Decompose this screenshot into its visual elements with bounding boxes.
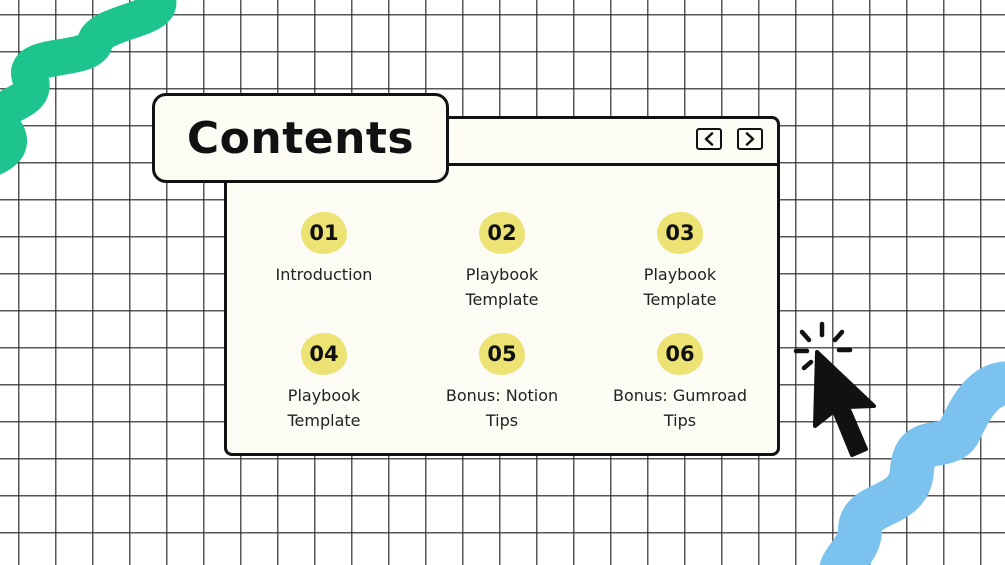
chevron-left-icon <box>704 132 714 146</box>
item-label: Playbook Template <box>465 265 539 309</box>
page-title: Contents <box>186 112 415 164</box>
mouse-pointer-icon <box>793 321 876 457</box>
item-label: Bonus: Gumroad Tips <box>613 386 747 430</box>
item-number-badge: 01 <box>301 212 347 254</box>
item-number-badge: 02 <box>479 212 525 254</box>
item-number-badge: 06 <box>657 333 703 375</box>
title-box: Contents <box>152 93 449 183</box>
item-label: Introduction <box>275 265 373 284</box>
chevron-right-icon <box>745 132 755 146</box>
window-title-bar <box>227 119 777 166</box>
next-button[interactable] <box>737 128 763 150</box>
contents-item-06[interactable]: 06 Bonus: Gumroad Tips <box>590 333 770 433</box>
item-number-badge: 04 <box>301 333 347 375</box>
item-label: Playbook Template <box>643 265 717 309</box>
contents-item-03[interactable]: 03 Playbook Template <box>590 212 770 312</box>
contents-item-01[interactable]: 01 Introduction <box>234 212 414 287</box>
previous-button[interactable] <box>696 128 722 150</box>
item-label: Playbook Template <box>287 386 361 430</box>
contents-item-02[interactable]: 02 Playbook Template <box>412 212 592 312</box>
contents-item-05[interactable]: 05 Bonus: Notion Tips <box>412 333 592 433</box>
item-number-badge: 03 <box>657 212 703 254</box>
contents-item-04[interactable]: 04 Playbook Template <box>234 333 414 433</box>
blue-squiggle-decoration <box>820 361 1005 565</box>
item-number-badge: 05 <box>479 333 525 375</box>
item-label: Bonus: Notion Tips <box>445 386 559 430</box>
